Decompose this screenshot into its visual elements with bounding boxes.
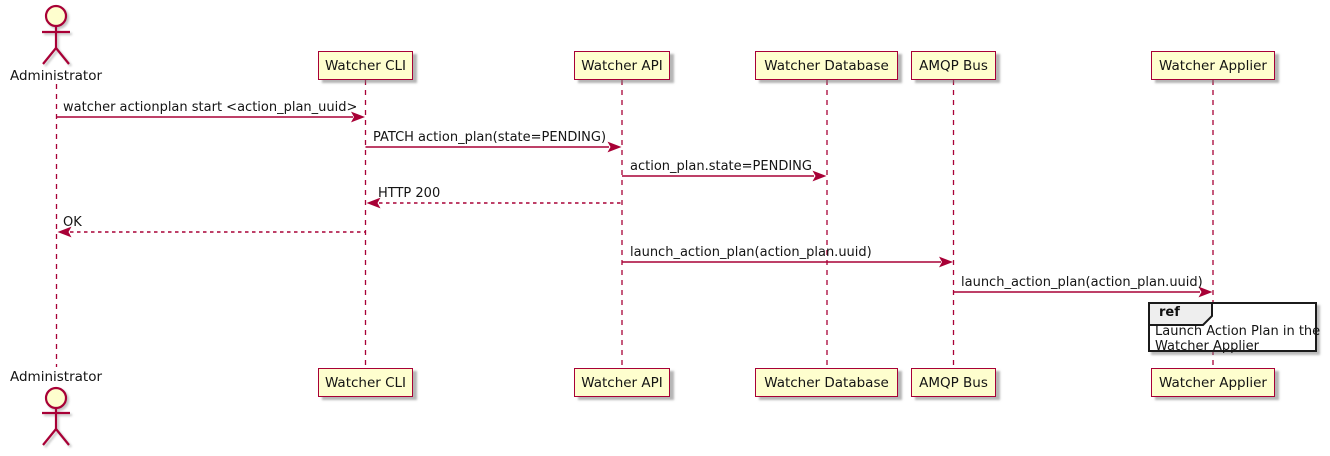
participant-bottom-watcher-api: Watcher API xyxy=(574,368,670,397)
actor-figure-administrator-bottom xyxy=(42,386,70,446)
actor-label-administrator-top: Administrator xyxy=(9,68,103,84)
ref-fragment: ref Launch Action Plan in the Watcher Ap… xyxy=(1148,302,1321,354)
message-arrow-6 xyxy=(622,256,953,268)
actor-label-administrator-bottom: Administrator xyxy=(9,369,103,385)
participant-top-watcher-api: Watcher API xyxy=(574,51,670,80)
actor-figure-administrator-top xyxy=(42,4,70,65)
message-label-6: launch_action_plan(action_plan.uuid) xyxy=(630,245,872,260)
message-label-3: action_plan.state=PENDING xyxy=(630,159,812,174)
participant-bottom-watcher-cli: Watcher CLI xyxy=(318,368,413,397)
message-arrow-4 xyxy=(366,197,622,209)
participant-bottom-watcher-applier: Watcher Applier xyxy=(1151,368,1275,397)
message-arrow-5 xyxy=(57,226,366,238)
message-label-5: OK xyxy=(63,215,82,230)
message-label-2: PATCH action_plan(state=PENDING) xyxy=(373,130,607,145)
message-arrow-1 xyxy=(56,111,365,123)
participant-bottom-amqp-bus: AMQP Bus xyxy=(911,368,996,397)
participant-top-watcher-applier: Watcher Applier xyxy=(1151,51,1275,80)
message-label-7: launch_action_plan(action_plan.uuid) xyxy=(961,275,1203,290)
ref-tag-label: ref xyxy=(1159,305,1180,320)
participant-top-watcher-database: Watcher Database xyxy=(755,51,898,80)
message-arrow-7 xyxy=(953,286,1213,298)
message-arrow-3 xyxy=(622,170,827,182)
ref-text-line-1: Launch Action Plan in the xyxy=(1155,324,1321,339)
ref-text-line-2: Watcher Applier xyxy=(1155,339,1259,354)
message-arrow-2 xyxy=(365,141,622,153)
ref-tab-shape xyxy=(1148,302,1213,326)
message-label-4: HTTP 200 xyxy=(378,186,441,201)
participant-top-amqp-bus: AMQP Bus xyxy=(911,51,996,80)
participant-top-watcher-cli: Watcher CLI xyxy=(318,51,413,80)
participant-bottom-watcher-database: Watcher Database xyxy=(755,368,898,397)
message-label-1: watcher actionplan start <action_plan_uu… xyxy=(63,100,358,115)
